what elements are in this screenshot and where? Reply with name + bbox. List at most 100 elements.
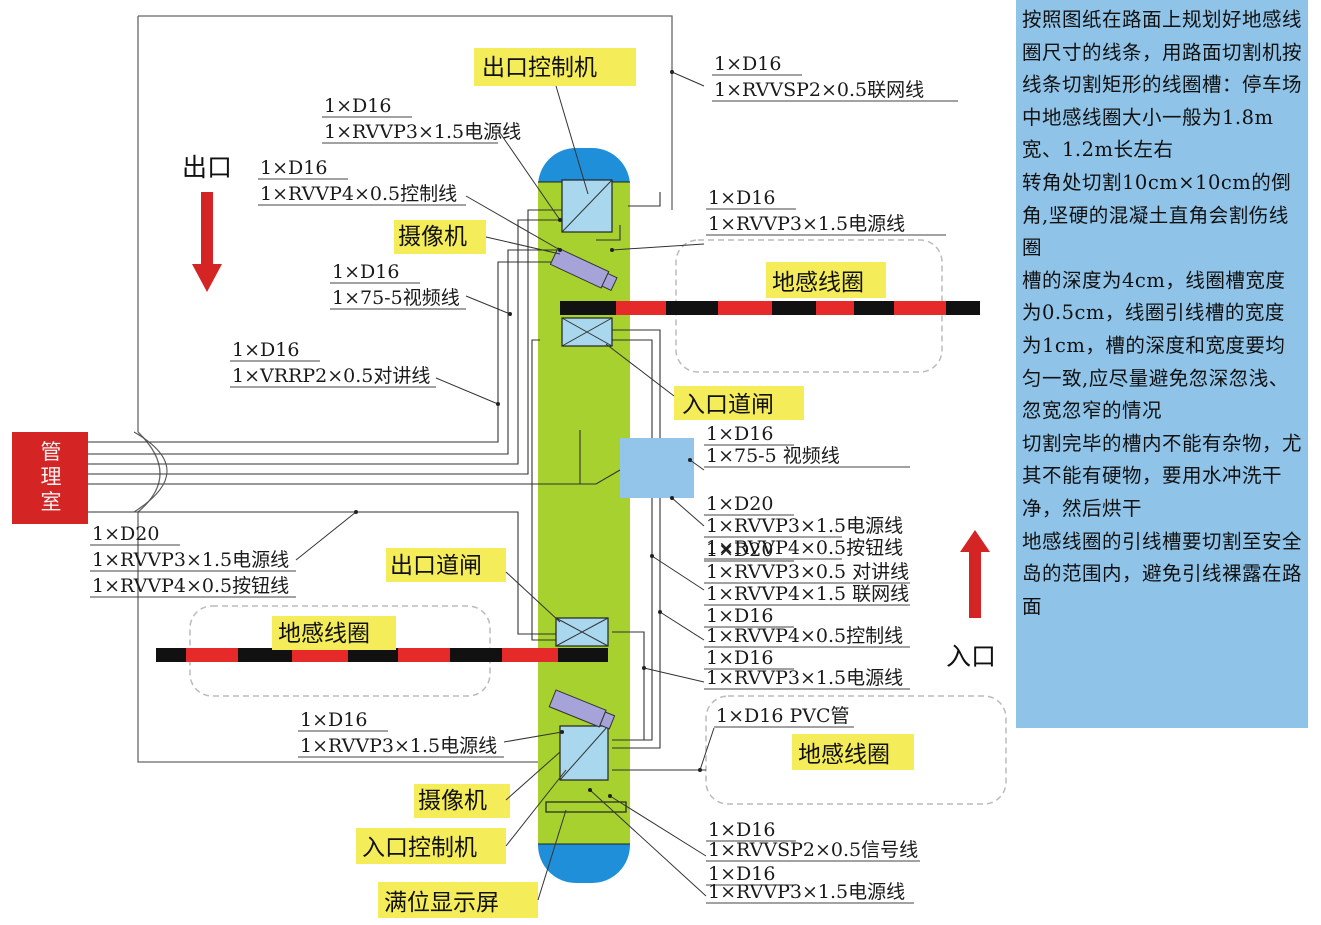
camera-top-icon <box>549 247 618 292</box>
cable-label-dot <box>642 666 646 670</box>
cable-label-text: 1×RVVP4×1.5 联网线 <box>706 583 909 605</box>
cable-label-dot <box>688 458 692 462</box>
cable-label-text: 1×D16 <box>260 157 327 179</box>
site-boundary-curve <box>137 431 161 513</box>
cable-label-dot <box>670 70 674 74</box>
cable-label-leader <box>295 511 357 561</box>
cable-label-text: 1×75-5视频线 <box>332 287 460 309</box>
site-boundary-bottom <box>137 512 540 763</box>
junction-box <box>620 438 694 498</box>
management-room <box>12 432 88 524</box>
cable-label-text: 1×RVVSP2×0.5信号线 <box>708 839 918 861</box>
cable-label-text: 1×RVVP3×1.5电源线 <box>324 121 521 143</box>
cable-label-group: 1×D16 1×RVVP4×0.5控制线 <box>258 157 562 252</box>
cable-label-text: 1×D16 PVC管 <box>716 705 850 727</box>
cable-label-text: 1×RVVP3×0.5 对讲线 <box>706 561 909 583</box>
cable-label-text: 1×D20 <box>92 523 159 545</box>
cable-label-leader <box>465 295 511 315</box>
cable-label-dot <box>698 768 702 772</box>
cable-label-text: 1×RVVP3×1.5电源线 <box>300 735 497 757</box>
cable-label-text: 1×D16 <box>706 605 773 627</box>
note-1: 按照图纸在路面上规划好地感线圈尺寸的线条，用路面切割机按线条切割矩形的线圈槽：停… <box>1022 8 1303 162</box>
cable-label-text: 1×D16 <box>708 863 775 885</box>
cable-arc <box>133 431 168 513</box>
cable-label-leader <box>497 129 561 221</box>
cable-label-text: 1×RVVP4×0.5按钮线 <box>92 575 289 597</box>
cable-label-text: 1×D16 <box>300 709 367 731</box>
entry-barrier-label: 入口道闸 <box>682 392 774 418</box>
cable-label-leader <box>435 377 499 405</box>
exit-controller-label: 出口控制机 <box>482 55 597 81</box>
cable-label-leader <box>651 555 705 591</box>
exit-barrier-label: 出口道闸 <box>390 553 482 579</box>
entry-arrow-icon <box>960 530 990 618</box>
loop-left-label: 地感线圈 <box>278 621 370 647</box>
cable-label-group: 1×D16 1×RVVSP2×0.5联网线 <box>670 53 958 102</box>
cable-label-leader <box>689 459 705 471</box>
cable-label-dot <box>588 788 592 792</box>
cable-label-text: 1×D20 <box>706 493 773 515</box>
site-boundary <box>138 15 673 210</box>
cable-label-dot <box>558 218 562 222</box>
cable-label-text: 1×D16 <box>706 423 773 445</box>
cable-label-text: 1×RVVP3×1.5电源线 <box>708 881 905 903</box>
cable-label-text: 1×D16 <box>708 187 775 209</box>
cable-label-group: 1×D16 1×RVVP3×1.5电源线 <box>610 187 946 252</box>
notes-panel: 按照图纸在路面上规划好地感线圈尺寸的线条，用路面切割机按线条切割矩形的线圈槽：停… <box>1016 0 1308 728</box>
cable-label-text: 1×D16 <box>232 339 299 361</box>
cable-label-text: 1×RVVP4×0.5按钮线 <box>706 537 903 559</box>
note-3: 槽的深度为4cm，线圈槽宽度为0.5cm，线圈引线槽的宽度为1cm，槽的深度和宽… <box>1022 268 1289 423</box>
note-4: 切割完毕的槽内不能有杂物，尤其不能有硬物，要用水冲洗干净，然后烘干 <box>1022 431 1303 520</box>
cable-label-dot <box>354 510 358 514</box>
cable-label-leader <box>503 731 563 743</box>
cable-label-text: 1×D20 <box>706 539 773 561</box>
cable-label-leader <box>671 497 705 527</box>
cable-label-group: 1×D16 1×RVVP3×1.5电源线 <box>298 709 564 758</box>
cable-label-text: 1×RVVP4×0.5控制线 <box>260 183 457 205</box>
cable-label-dot <box>560 730 564 734</box>
loop-top-label: 地感线圈 <box>772 270 864 296</box>
cable-label-leader <box>609 795 707 857</box>
camera-top-label: 摄像机 <box>398 224 467 250</box>
loop-strip-bottom <box>156 648 608 662</box>
cable-label-text: 1×VRRP2×0.5对讲线 <box>232 365 430 387</box>
cable-label-dot <box>650 554 654 558</box>
cable-label-text: 1×RVVP3×1.5电源线 <box>708 213 905 235</box>
full-display-box <box>545 801 627 813</box>
camera-bottom-icon <box>548 689 616 730</box>
device-leaders <box>485 85 675 901</box>
cable-label-leader <box>589 789 707 897</box>
cable-label-text: 1×D16 <box>332 261 399 283</box>
cable-label-group: 1×D16 1×75-5视频线 <box>330 261 512 316</box>
cable-label-text: 1×D16 <box>706 647 773 669</box>
cable-label-dot <box>608 794 612 798</box>
cable-label-leader <box>643 667 705 683</box>
cable-label-dot <box>496 402 500 406</box>
management-room-label: 管理室 <box>38 441 62 516</box>
camera-bottom-label: 摄像机 <box>418 788 487 814</box>
cable-label-leader <box>465 195 561 251</box>
full-display-label: 满位显示屏 <box>384 890 499 916</box>
cable-label-dot <box>508 312 512 316</box>
cable-label-leader <box>671 71 705 87</box>
cable-label-text: 1×RVVSP2×0.5联网线 <box>714 79 924 101</box>
cable-label-text: 1×RVVP3×1.5电源线 <box>706 667 903 689</box>
loop-zone-bottom <box>705 695 1007 805</box>
cable-label-group: 1×D16 PVC管 <box>698 705 854 772</box>
cable-label-text: 1×D16 <box>714 53 781 75</box>
loop-strip-top <box>560 301 980 315</box>
exit-arrow-icon <box>192 192 222 292</box>
exit-label: 出口 <box>182 153 232 182</box>
loop-bottom-label: 地感线圈 <box>798 742 890 768</box>
cable-label-dot <box>670 496 674 500</box>
entry-label: 入口 <box>946 642 996 671</box>
